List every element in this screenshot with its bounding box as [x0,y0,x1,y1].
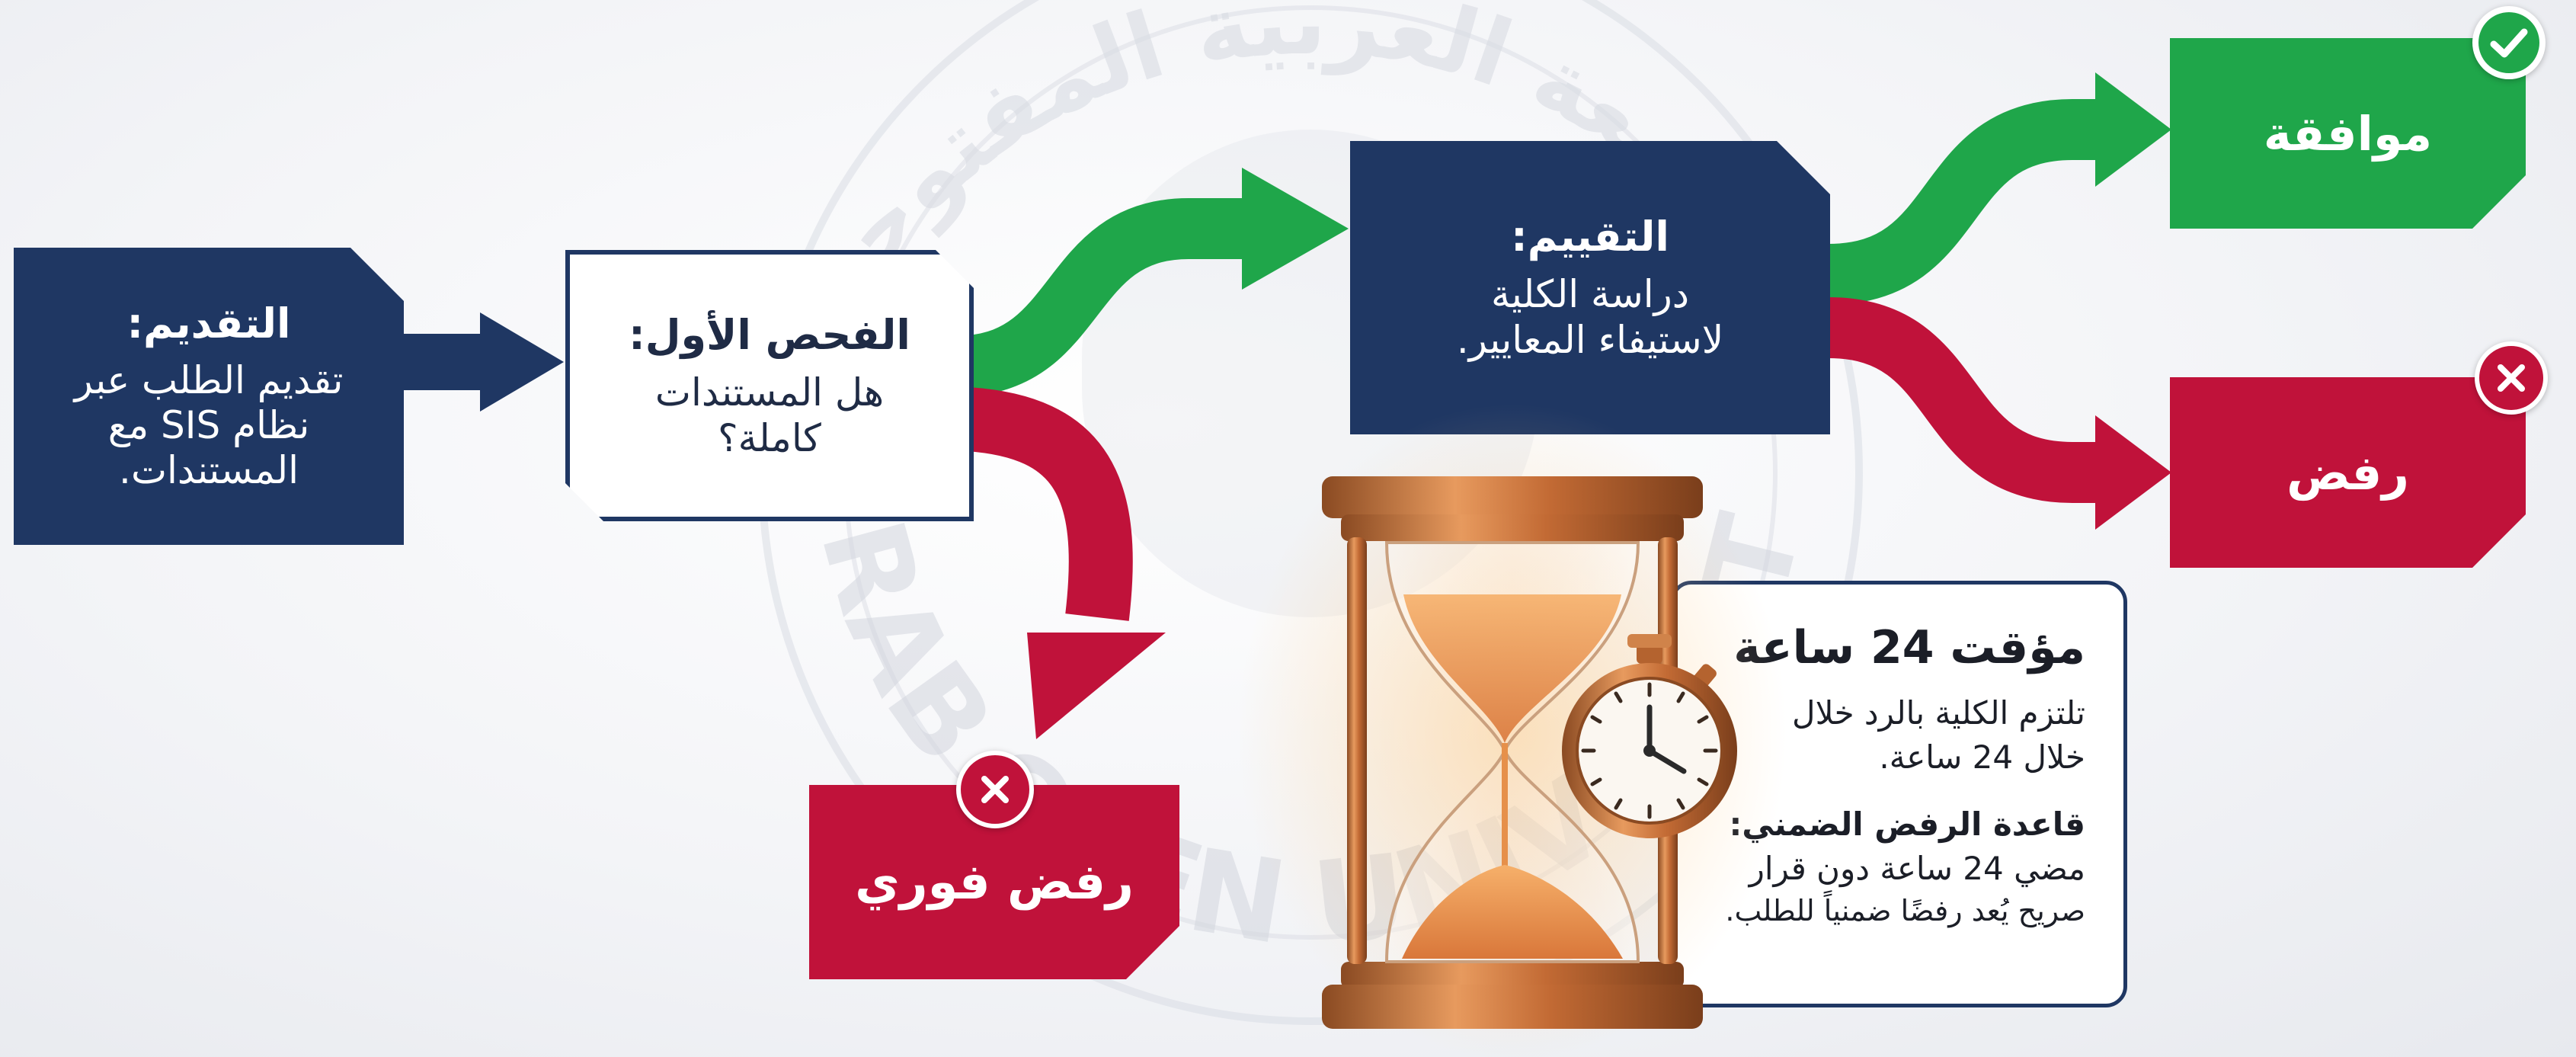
timer-title: مؤقت 24 ساعة [1733,621,2085,674]
step-first-check-line-2: كاملة؟ [718,415,821,460]
arrowhead-check-to-immediate-reject [1027,633,1166,739]
timer-rule-line-1: مضي 24 ساعة دون قرار [1749,849,2085,887]
arrowhead-evaluation-to-reject [2095,415,2171,530]
timer-desc-line-1: تلتزم الكلية بالرد خلال [1792,694,2085,732]
step-first-check-title: الفحص الأول: [629,310,910,359]
timer-desc-line-2: خلال 24 ساعة. [1879,738,2085,776]
arrow-check-to-immediate-reject [965,387,1133,621]
outcome-reject-label: رفض [2286,444,2409,501]
step-evaluation-line-1: دراسة الكلية [1490,272,1690,316]
close-icon [956,751,1034,828]
step-evaluation-title: التقييم: [1511,213,1669,261]
arrow-check-to-evaluation [964,198,1250,396]
outcome-immediate-reject-label: رفض فوري [855,854,1134,911]
step-evaluation-box: التقييم: دراسة الكلية لاستيفاء المعايير. [1350,141,1830,434]
step-first-check-box: الفحص الأول: هل المستندات كاملة؟ [565,250,974,521]
step-submit-title: التقديم: [126,299,291,348]
timer-rule-line-2: صريح يُعد رفضًا ضمنياً للطلب. [1725,893,2085,927]
step-first-check-line-1: هل المستندات [654,370,885,415]
timer-rule-title: قاعدة الرفض الضمني: [1729,805,2086,843]
step-submit-line-1: تقديم الطلب عبر [74,358,344,402]
arrow-submit-to-check [404,312,564,412]
outcome-approve-label: موافقة [2263,105,2433,162]
arrowhead-check-to-evaluation [1242,168,1349,290]
step-submit-box: التقديم: تقديم الطلب عبر نظام SIS مع الم… [14,248,404,545]
step-submit-line-2: نظام SIS مع [107,403,310,447]
timer-card: مؤقت 24 ساعة تلتزم الكلية بالرد خلال خلا… [1670,581,2127,1007]
step-evaluation-line-2: لاستيفاء المعايير. [1456,318,1724,362]
step-submit-line-3: المستندات. [119,448,299,492]
outcome-approve-box: موافقة [2170,38,2526,229]
close-icon [2475,341,2548,415]
arrow-evaluation-to-approve [1827,99,2103,305]
arrowhead-evaluation-to-approve [2095,72,2171,187]
arrow-evaluation-to-reject [1827,297,2103,503]
outcome-reject-box: رفض [2170,377,2526,568]
check-icon [2472,6,2546,79]
